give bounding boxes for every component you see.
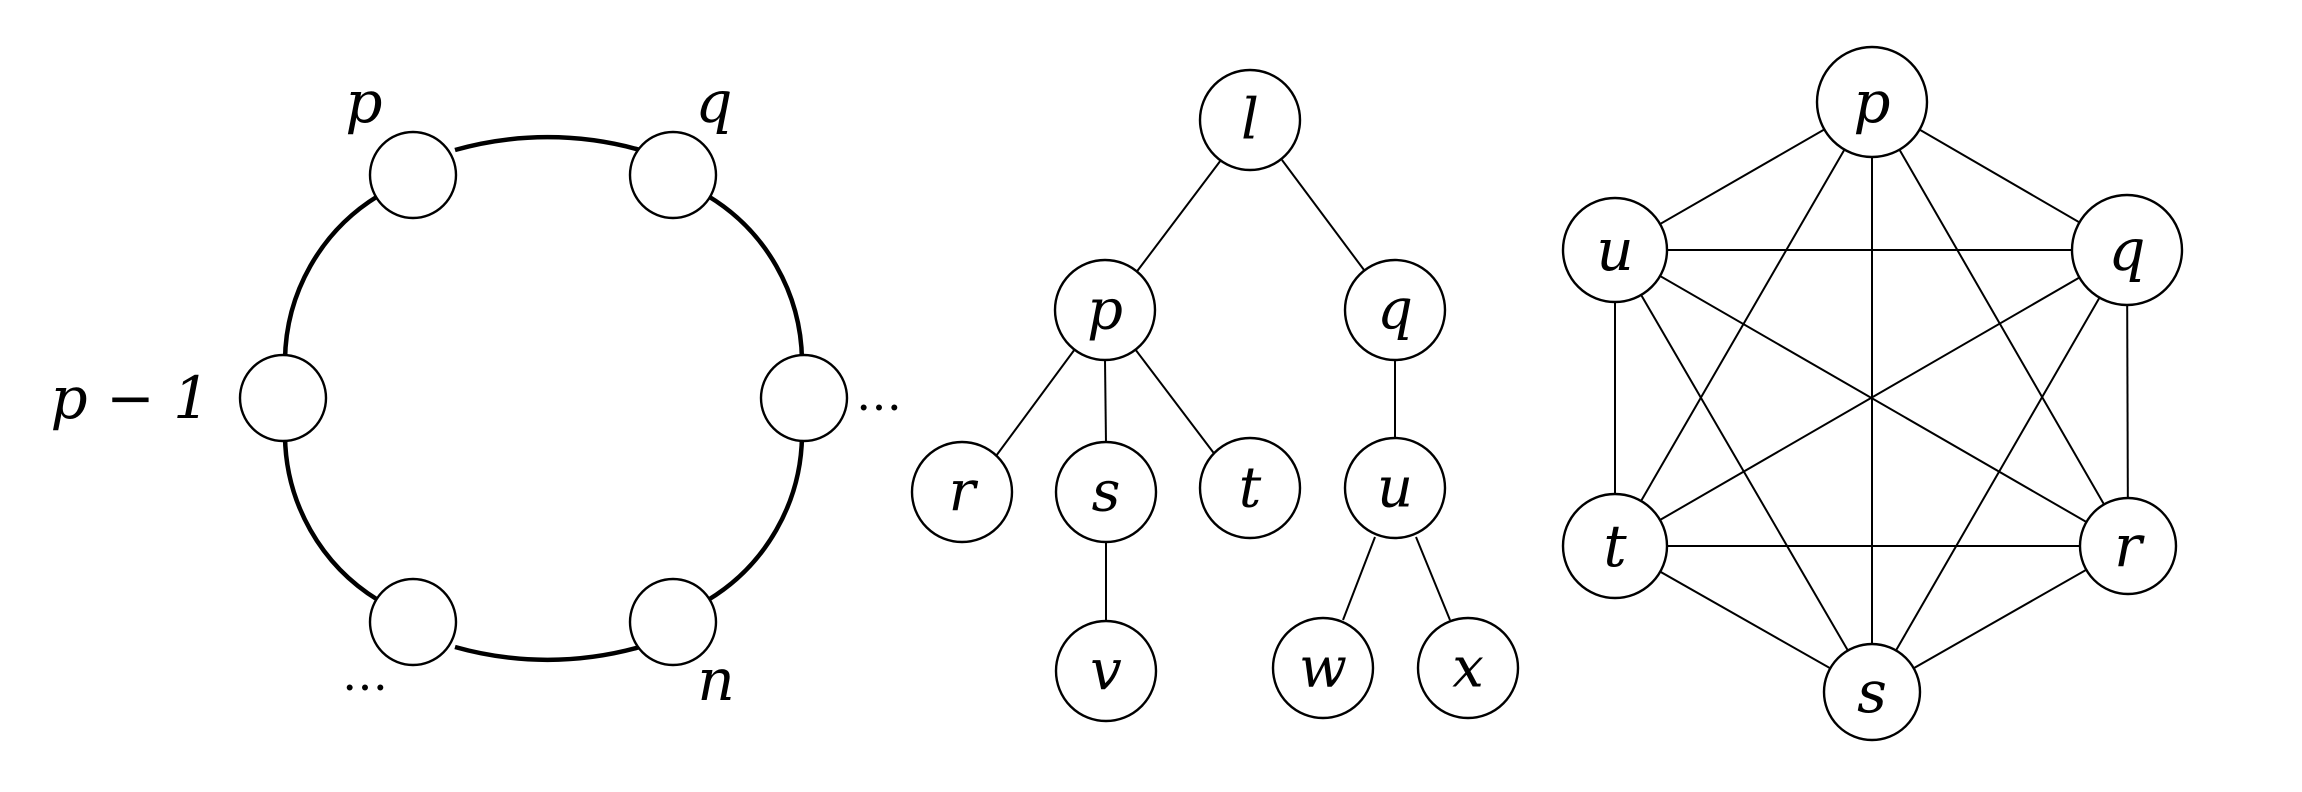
k6-node-p bbox=[1815, 45, 1929, 159]
k6-node-u bbox=[1561, 196, 1669, 304]
k6-label-t: t bbox=[1603, 512, 1627, 580]
tree-label-u: u bbox=[1377, 456, 1413, 521]
tree-node-s bbox=[1054, 440, 1158, 544]
tree-node-r bbox=[910, 440, 1014, 544]
cycle-node-left bbox=[238, 353, 328, 443]
k6-label-u: u bbox=[1596, 216, 1633, 284]
cycle-edge-top bbox=[454, 135, 641, 153]
tree-edge-u-w bbox=[1342, 536, 1376, 621]
cycle-node-top-right bbox=[628, 130, 718, 220]
cycle-label-top-left: p bbox=[345, 68, 382, 136]
tree-node-q bbox=[1343, 258, 1447, 362]
k6-edge-s-u bbox=[1614, 249, 1873, 693]
complete-graph: p q r s t u bbox=[1561, 45, 2184, 742]
cycle-label-bottom-right: n bbox=[697, 646, 734, 714]
cycle-label-right: … bbox=[856, 367, 902, 421]
k6-label-p: p bbox=[1853, 68, 1890, 136]
cycle-graph: p q p − 1 … … n bbox=[51, 68, 903, 714]
tree-label-w: w bbox=[1299, 636, 1347, 701]
k6-label-q: q bbox=[2108, 216, 2145, 284]
k6-node-s bbox=[1822, 642, 1922, 742]
tree-edge-l-q bbox=[1281, 159, 1371, 279]
cycle-edge-lower-right bbox=[706, 435, 805, 602]
cycle-node-bottom-right bbox=[628, 577, 718, 667]
cycle-node-bottom-left bbox=[368, 577, 458, 667]
tree-edge-l-p bbox=[1131, 159, 1222, 279]
tree-label-s: s bbox=[1092, 460, 1121, 525]
cycle-label-top-right: q bbox=[695, 68, 732, 136]
tree-label-x: x bbox=[1452, 636, 1484, 701]
tree-graph: l p q r s t u v w x bbox=[910, 68, 1520, 723]
tree-edge-p-s bbox=[1104, 359, 1107, 445]
tree-label-l: l bbox=[1241, 88, 1259, 153]
cycle-edge-upper-right bbox=[706, 194, 805, 361]
k6-label-s: s bbox=[1857, 658, 1887, 726]
tree-node-t bbox=[1198, 436, 1302, 540]
tree-node-u bbox=[1343, 436, 1447, 540]
k6-node-q bbox=[2070, 193, 2184, 307]
tree-node-v bbox=[1054, 619, 1158, 723]
cycle-edge-bottom bbox=[454, 644, 641, 662]
tree-node-x bbox=[1416, 616, 1520, 720]
tree-label-t: t bbox=[1239, 456, 1262, 521]
tree-label-p: p bbox=[1087, 278, 1123, 343]
cycle-node-right bbox=[759, 353, 849, 443]
cycle-label-left: p − 1 bbox=[51, 364, 211, 432]
tree-node-w bbox=[1271, 616, 1375, 720]
cycle-edge-upper-left bbox=[282, 194, 380, 361]
tree-label-v: v bbox=[1090, 639, 1122, 704]
cycle-edge-lower-left bbox=[282, 435, 380, 602]
tree-edge-p-r bbox=[995, 348, 1076, 457]
tree-node-l bbox=[1198, 68, 1302, 172]
tree-edge-u-x bbox=[1415, 536, 1451, 621]
tree-label-r: r bbox=[949, 460, 979, 525]
tree-label-q: q bbox=[1377, 278, 1413, 343]
k6-label-r: r bbox=[2114, 512, 2145, 580]
k6-node-t bbox=[1561, 492, 1669, 600]
k6-edge-r-u bbox=[1614, 249, 2129, 547]
tree-edge-p-t bbox=[1134, 348, 1217, 457]
cycle-label-bottom-left: … bbox=[342, 647, 388, 701]
cycle-node-top-left bbox=[368, 130, 458, 220]
k6-node-r bbox=[2078, 496, 2178, 596]
tree-node-p bbox=[1053, 258, 1157, 362]
